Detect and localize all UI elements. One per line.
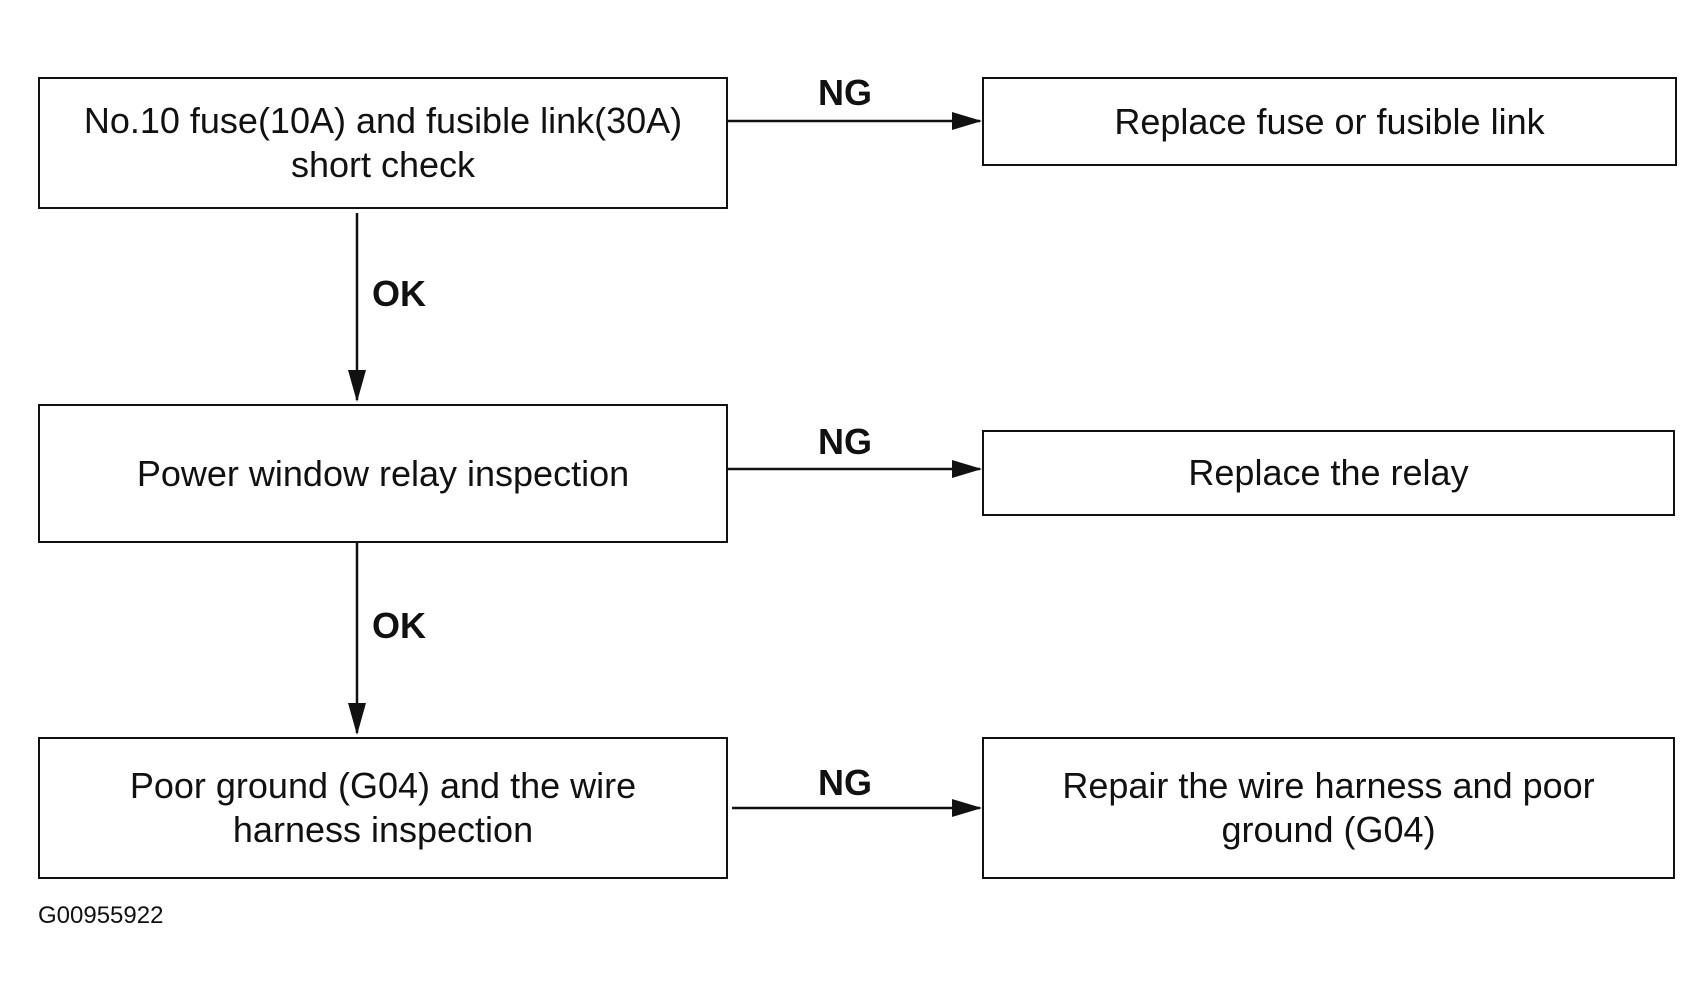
action-repair-harness-ground: Repair the wire harness and poor ground … xyxy=(982,737,1675,879)
arrowhead-ng-ground xyxy=(952,799,982,817)
step-text-line-1: Power window relay inspection xyxy=(136,452,630,494)
step-text-line-2: harness inspection xyxy=(232,809,534,850)
step-power-window-relay-inspection: Power window relay inspection xyxy=(38,404,728,543)
edge-label-ng-relay: NG xyxy=(818,421,872,462)
step-ground-harness-inspection: Poor ground (G04) and the wire harness i… xyxy=(38,737,728,879)
arrowhead-ng-fuse xyxy=(952,112,982,130)
step-text-line-1: Poor ground (G04) and the wire xyxy=(129,765,637,806)
edge-label-ng-ground: NG xyxy=(818,762,872,803)
step-text-line-1: No.10 fuse(10A) and fusible link(30A) xyxy=(83,100,683,141)
arrowhead-ok-relay xyxy=(348,703,366,735)
edge-label-ok-relay: OK xyxy=(372,605,426,646)
step-text-line-2: short check xyxy=(290,144,476,185)
action-text-line-1: Repair the wire harness and poor xyxy=(1062,765,1595,806)
edge-label-ok-fuse: OK xyxy=(372,273,426,314)
action-replace-fuse: Replace fuse or fusible link xyxy=(982,77,1677,166)
edge-label-ng-fuse: NG xyxy=(818,72,872,113)
arrowhead-ok-fuse xyxy=(348,370,366,402)
step-fuse-link-short-check: No.10 fuse(10A) and fusible link(30A) sh… xyxy=(38,77,728,209)
action-text-line-1: Replace fuse or fusible link xyxy=(1114,100,1545,142)
arrowhead-ng-relay xyxy=(952,460,982,478)
action-replace-relay: Replace the relay xyxy=(982,430,1675,516)
action-text-line-2: ground (G04) xyxy=(1221,809,1436,850)
figure-code: G00955922 xyxy=(38,902,164,929)
action-text-line-1: Replace the relay xyxy=(1188,452,1469,493)
